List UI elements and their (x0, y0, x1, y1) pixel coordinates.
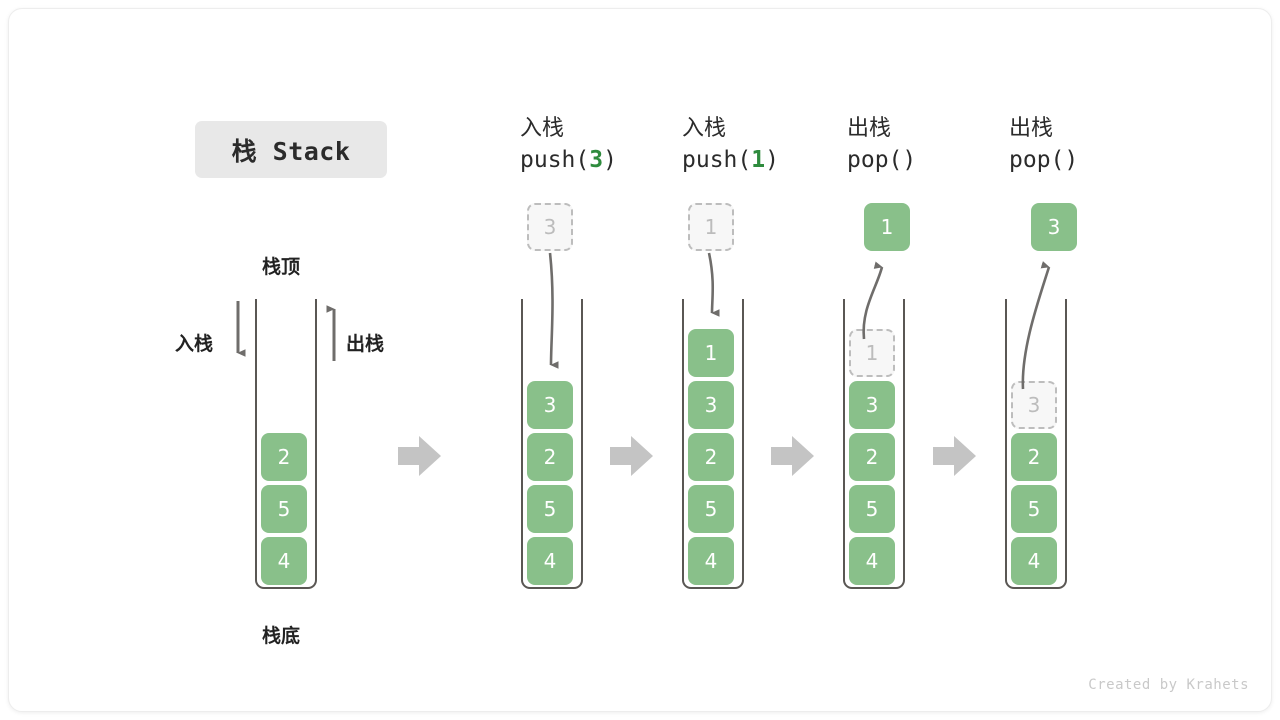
floating-popped-cell: 1 (864, 203, 910, 251)
stack-cell: 4 (1011, 537, 1057, 585)
code-suffix: ) (902, 147, 917, 173)
stack-cell: 2 (261, 433, 307, 481)
stack-cell: 3 (849, 381, 895, 429)
stack-cell: 2 (849, 433, 895, 481)
stack-cell: 5 (688, 485, 734, 533)
column-header-push-3: 入栈 push(3) (520, 114, 617, 176)
stack-bottom-label: 栈底 (262, 625, 301, 647)
title-badge-label: 栈 Stack (231, 136, 351, 166)
stack-cell: 4 (849, 537, 895, 585)
code-argument: 1 (751, 147, 766, 173)
attribution-footer: Created by Krahets (1088, 677, 1249, 693)
column-header-cn: 入栈 (682, 116, 727, 141)
step-arrow-1 (610, 436, 653, 476)
stack-container-push-3 (521, 299, 583, 589)
stack-cell: 1 (688, 329, 734, 377)
code-prefix: pop( (1009, 147, 1065, 173)
stack-cell: 4 (688, 537, 734, 585)
column-header-code: push(1) (682, 144, 779, 176)
title-badge: 栈 Stack (195, 121, 387, 178)
diagram-card: 栈 Stack 栈顶 栈底 入栈 出栈 入栈 push(3) 入栈 push(1… (8, 8, 1272, 712)
column-header-push-1: 入栈 push(1) (682, 114, 779, 176)
pop-legend-label: 出栈 (346, 333, 385, 355)
stack-cell: 4 (261, 537, 307, 585)
stack-container-pop-3 (1005, 299, 1067, 589)
code-prefix: push( (520, 147, 590, 173)
arrow-overlay (236, 252, 1051, 476)
column-header-pop-3: 出栈 pop() (1009, 114, 1078, 176)
stack-top-label: 栈顶 (262, 256, 301, 278)
stack-cell: 5 (527, 485, 573, 533)
stack-cell: 3 (527, 381, 573, 429)
column-header-cn: 出栈 (1009, 116, 1054, 141)
column-header-code: pop() (1009, 144, 1078, 176)
code-suffix: ) (603, 147, 617, 173)
stack-container-initial (255, 299, 317, 589)
step-arrow-3 (933, 436, 976, 476)
stack-cell: 3 (688, 381, 734, 429)
stack-cell: 2 (527, 433, 573, 481)
floating-ghost-cell: 1 (688, 203, 734, 251)
code-suffix: ) (765, 147, 779, 173)
column-header-cn: 入栈 (520, 116, 565, 141)
floating-ghost-cell: 3 (527, 203, 573, 251)
column-header-code: pop() (847, 144, 916, 176)
floating-popped-cell: 3 (1031, 203, 1077, 251)
code-argument: 3 (589, 147, 604, 173)
code-prefix: pop( (847, 147, 903, 173)
stack-cell-ghost: 1 (849, 329, 895, 377)
column-header-code: push(3) (520, 144, 617, 176)
step-arrow-0 (398, 436, 441, 476)
column-header-pop-1: 出栈 pop() (847, 114, 916, 176)
code-prefix: push( (682, 147, 752, 173)
push-legend-label: 入栈 (175, 333, 214, 355)
stack-container-pop-1 (843, 299, 905, 589)
step-arrow-2 (771, 436, 814, 476)
code-suffix: ) (1064, 147, 1079, 173)
stack-cell: 5 (1011, 485, 1057, 533)
stack-cell-ghost: 3 (1011, 381, 1057, 429)
stack-cell: 2 (688, 433, 734, 481)
stack-container-push-1 (682, 299, 744, 589)
stack-cell: 2 (1011, 433, 1057, 481)
stack-cell: 5 (261, 485, 307, 533)
stack-cell: 5 (849, 485, 895, 533)
column-header-cn: 出栈 (847, 116, 892, 141)
stack-cell: 4 (527, 537, 573, 585)
